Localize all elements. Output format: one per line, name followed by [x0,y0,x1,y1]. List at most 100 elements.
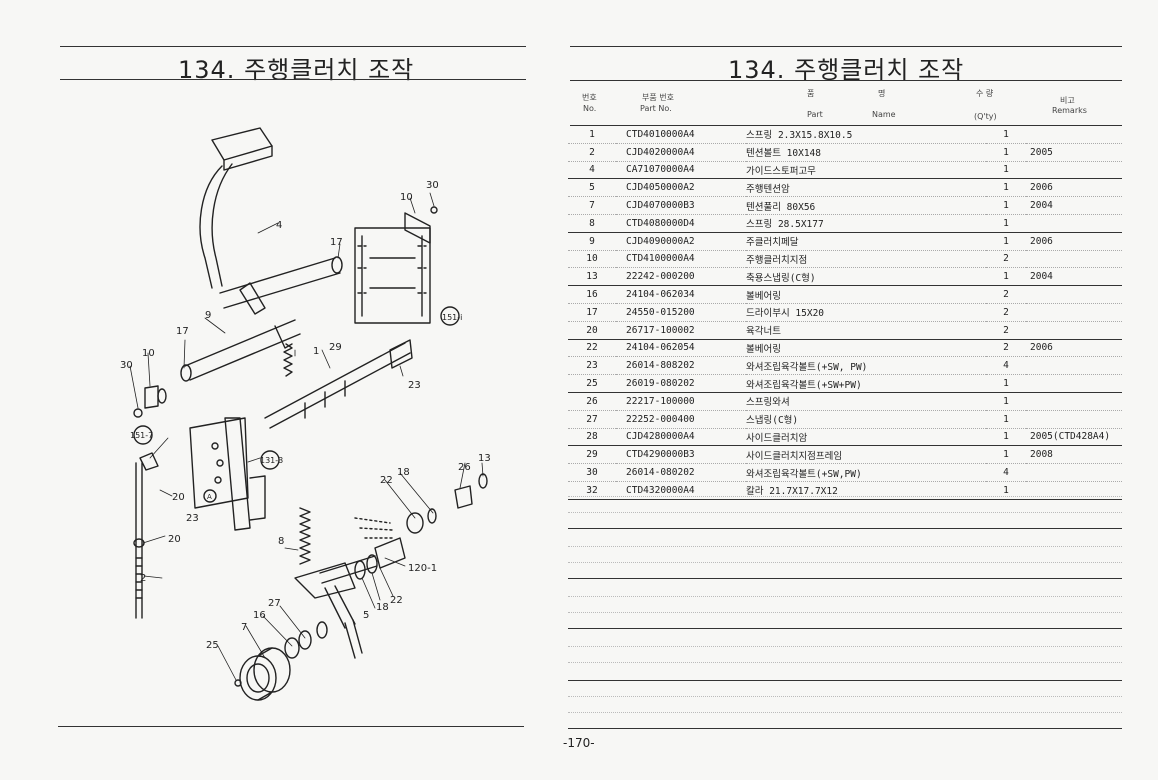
part-code: 22242-000200 [616,267,746,287]
callout-9: 9 [205,310,211,321]
callout-131-3: 131-3 [260,456,283,465]
callout-20: 20 [172,492,185,503]
part-quantity: 4 [986,463,1026,482]
part-quantity: 2 [986,303,1026,322]
mounting-plate [189,417,249,509]
blank-row-line [568,512,1122,513]
part-name: 텐션풀리 80X56 [746,196,986,215]
part-number-index: 13 [568,267,616,287]
callout-20: 20 [168,534,181,545]
left-title-bottom-rule [60,79,526,80]
callout-16: 16 [253,610,266,621]
part-code: 26014-808202 [616,356,746,376]
part-number-index: 26 [568,392,616,411]
part-remarks [1026,356,1122,376]
part-quantity: 2 [986,285,1026,304]
part-number-index: 7 [568,196,616,215]
callout-151-i: 151-i [442,313,462,322]
callout-151-7: 151-7 [130,431,153,440]
part-name: 볼베어링 [746,285,986,304]
part-code: CJD4020000A4 [616,143,746,162]
part-quantity: 1 [986,428,1026,447]
right-title-top-rule [570,46,1122,47]
part-name: 가이드스토퍼고무 [746,161,986,180]
part-name: 와셔조립육각볼트(+SW,PW) [746,463,986,482]
part-number-index: 32 [568,481,616,500]
part-number-index: 29 [568,445,616,465]
part-code: 24104-062054 [616,339,746,358]
callout-29: 29 [329,342,342,353]
callout-5: 5 [363,610,369,621]
part-number-index: 5 [568,178,616,198]
part-name: 스프링 2.3X15.8X10.5 [746,126,986,144]
part-remarks [1026,463,1122,482]
blank-row-line [568,596,1122,597]
part-name: 스냅링(C형) [746,410,986,429]
part-number-index: 27 [568,410,616,429]
header-no-kr: 번호 [582,93,597,102]
header-part-no-kr: 부품 번호 [642,93,674,102]
part-remarks [1026,214,1122,233]
part-code: CJD4050000A2 [616,178,746,198]
part-quantity: 2 [986,250,1026,269]
part-number-index: 25 [568,374,616,393]
table-header-rule [570,125,1122,126]
blank-row-line [568,546,1122,547]
part-code: CJD4090000A2 [616,232,746,251]
part-name: 사이드클러치지점프레임 [746,445,986,465]
part-quantity: 1 [986,445,1026,465]
pedal-lever [184,319,301,381]
part-code: CTD4080000D4 [616,214,746,233]
part-name: 볼베어링 [746,339,986,358]
part-number-index: 9 [568,232,616,251]
part-quantity: 1 [986,126,1026,144]
part-name: 와셔조립육각볼트(+SW, PW) [746,356,986,376]
part-quantity: 2 [986,321,1026,340]
part-quantity: 1 [986,214,1026,233]
right-title-bottom-rule [570,80,1122,81]
part-name: 육각너트 [746,321,986,340]
exploded-parts-diagram: 30 10 4 17 9 151-i 17 10 30 1 29 23 151-… [120,127,491,701]
blank-row-line [568,696,1122,697]
pedal-arm [199,163,233,289]
part-code: 24104-062034 [616,285,746,304]
blank-row-line [568,646,1122,647]
blank-row-line [568,662,1122,663]
part-number-index: 30 [568,463,616,482]
left-bottom-rule [58,726,524,727]
part-code: CTD4320000A4 [616,481,746,500]
page-number: -170- [563,736,595,750]
callout-a: A [207,493,212,501]
callout-10: 10 [142,348,155,359]
callout-8: 8 [278,536,284,547]
part-code: 22252-000400 [616,410,746,429]
tension-arm [294,562,356,599]
callout-18: 18 [397,467,410,478]
callout-120-1: 120-1 [408,563,437,574]
callout-7: 7 [241,622,247,633]
part-remarks: 2006 [1026,178,1122,198]
callout-2: 2 [140,573,146,584]
part-number-index: 20 [568,321,616,340]
blank-row-line [568,712,1122,713]
part-number-index: 23 [568,356,616,376]
part-remarks [1026,321,1122,340]
part-number-index: 2 [568,143,616,162]
part-number-index: 16 [568,285,616,304]
callout-23: 23 [186,513,199,524]
header-qty-kr: 수 량 [976,89,994,98]
part-remarks [1026,374,1122,393]
part-number-index: 1 [568,126,616,144]
callout-4: 4 [276,220,282,231]
side-clutch-frame [264,342,411,429]
